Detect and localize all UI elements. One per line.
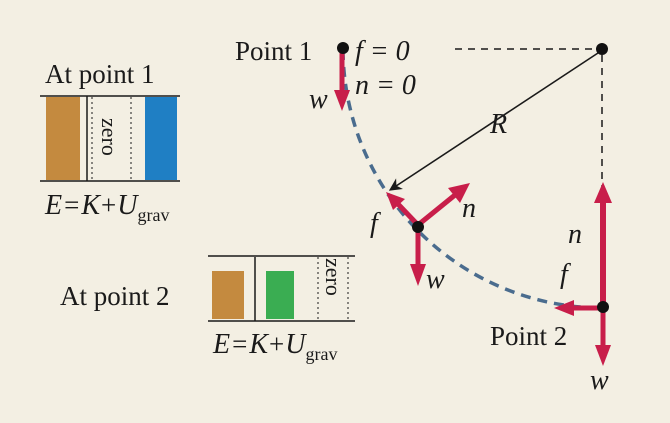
- point-1-w-label: w: [309, 84, 328, 115]
- eq2-sub: grav: [306, 344, 338, 364]
- point-1-dot-icon: [337, 42, 349, 54]
- bar-chart-1-zero-label: zero: [97, 118, 122, 156]
- point-2-label: Point 2: [490, 321, 567, 351]
- eq1-sub: grav: [138, 205, 170, 225]
- point-2-w-label: w: [590, 365, 609, 396]
- bar-chart-1-potential-bar: [145, 97, 177, 180]
- middle-point-group: f n w: [370, 183, 476, 295]
- bar-chart-2-title: At point 2: [60, 281, 170, 311]
- mid-friction-arrow-icon: [386, 192, 405, 210]
- bar-chart-1-equation: E=K+Ugrav: [44, 190, 169, 225]
- bar-chart-2-kinetic-bar: [266, 271, 294, 319]
- point-2-friction-arrow-icon: [554, 300, 574, 316]
- point-1-label: Point 1: [235, 36, 312, 66]
- eq1-E: E: [44, 190, 62, 221]
- mid-normal-shaft: [416, 193, 457, 227]
- point-2-group: n f Point 2 w: [490, 182, 612, 396]
- point-1-group: Point 1 w f = 0 n = 0: [235, 36, 416, 115]
- point-2-f-label: f: [560, 259, 571, 290]
- bar-chart-point-1: At point 1 zero E=K+Ugrav: [40, 59, 180, 225]
- eq2-U: U: [285, 329, 307, 360]
- eq2-equals: =: [232, 329, 247, 359]
- center-dot-icon: [596, 43, 608, 55]
- eq2-plus: +: [269, 329, 284, 359]
- eq1-equals: =: [64, 190, 79, 220]
- mid-n-label: n: [462, 193, 476, 224]
- point-2-normal-arrow-icon: [594, 182, 612, 203]
- eq1-plus: +: [101, 190, 116, 220]
- eq1-U: U: [117, 190, 139, 221]
- eq2-K: K: [248, 329, 269, 360]
- bar-chart-2-equation: E=K+Ugrav: [212, 329, 337, 364]
- mid-dot-icon: [412, 221, 424, 233]
- bar-chart-1-title: At point 1: [45, 59, 155, 89]
- point-1-n-equation: n = 0: [355, 70, 416, 101]
- mid-normal-arrow-icon: [448, 183, 470, 203]
- circular-path: [341, 49, 603, 310]
- bar-chart-point-2: At point 2 zero E=K+Ugrav: [60, 255, 355, 364]
- mid-weight-arrow-icon: [410, 264, 426, 286]
- point-1-f-equation: f = 0: [355, 36, 410, 67]
- bar-chart-2-energy-bar: [212, 271, 244, 319]
- radius-line: [388, 52, 599, 191]
- mid-w-label: w: [426, 264, 445, 295]
- eq1-K: K: [80, 190, 101, 221]
- geometry: [341, 43, 608, 310]
- radius-label: R: [489, 109, 507, 140]
- mid-friction-shaft: [396, 202, 420, 227]
- point-2-dot-icon: [597, 301, 609, 313]
- bar-chart-1-energy-bar: [46, 97, 80, 180]
- point-2-weight-arrow-icon: [595, 345, 611, 366]
- mid-f-label: f: [370, 208, 381, 239]
- point-1-weight-arrow-icon: [334, 90, 350, 111]
- point-2-n-label: n: [568, 219, 582, 250]
- eq2-E: E: [212, 329, 230, 360]
- bar-chart-2-zero-label: zero: [321, 258, 346, 296]
